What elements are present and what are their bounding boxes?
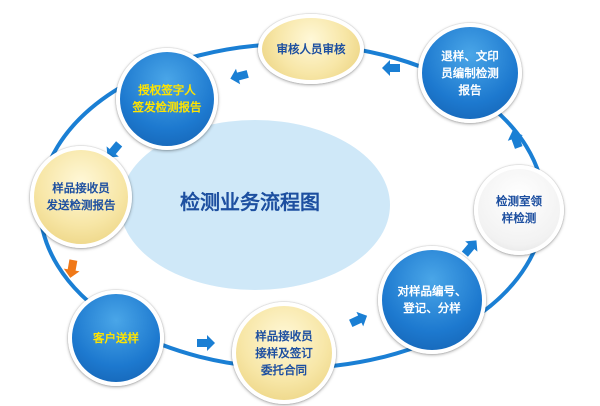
arrow-left-icon [382,60,400,76]
arrow-up-left-icon [507,130,523,149]
arrow-right-icon [197,335,215,351]
node-signatory-issue: 授权签字人 签发检测报告 [116,48,218,150]
node-sign-contract: 样品接收员 接样及签订 委托合同 [232,302,336,404]
node-client-delivery: 客户送样 [68,290,164,386]
arrow-left-icon [230,68,249,85]
node-send-report: 样品接收员 发送检测报告 [30,146,132,248]
arrow-layer [63,60,523,351]
diagram-title: 检测业务流程图 [180,189,320,214]
arrow-up-right-icon [349,311,368,328]
node-return-print: 退样、文印 员编制检测 报告 [418,23,522,123]
center-ellipse [120,120,390,290]
node-sample-register: 对样品编号、 登记、分样 [378,246,486,354]
node-lab-receive: 检测室领 样检测 [474,165,564,255]
arrow-up-right-icon [461,240,478,257]
node-reviewer-review: 审核人员审核 [258,14,364,84]
arrow-down-left-icon [106,141,123,158]
arrow-down-icon [63,259,80,278]
